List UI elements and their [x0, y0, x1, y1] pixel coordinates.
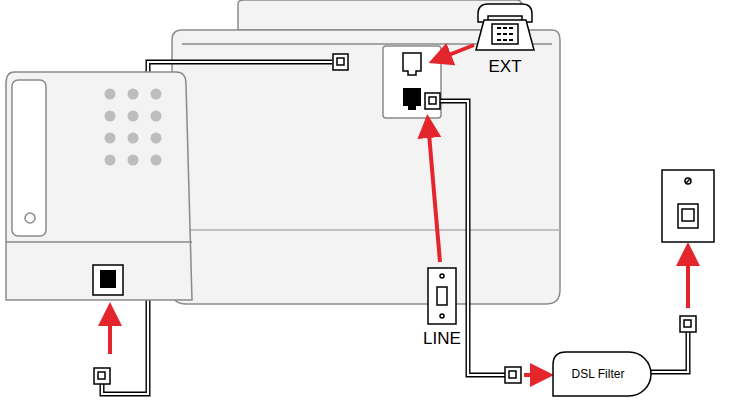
telephone [6, 72, 192, 300]
node-label: DSL Filter [572, 368, 625, 380]
wall-jack [662, 170, 714, 242]
fax-machine [172, 0, 560, 304]
fax-ports [403, 53, 421, 110]
keypad-dots [105, 89, 162, 166]
wall-plate-icon [428, 268, 456, 324]
port-label: LINE [423, 330, 461, 347]
dsl-filter-box: DSL Filter [552, 351, 652, 397]
red-arrows [110, 45, 688, 375]
port-label: EXT [488, 58, 521, 75]
extension-phone-icon [476, 4, 534, 50]
